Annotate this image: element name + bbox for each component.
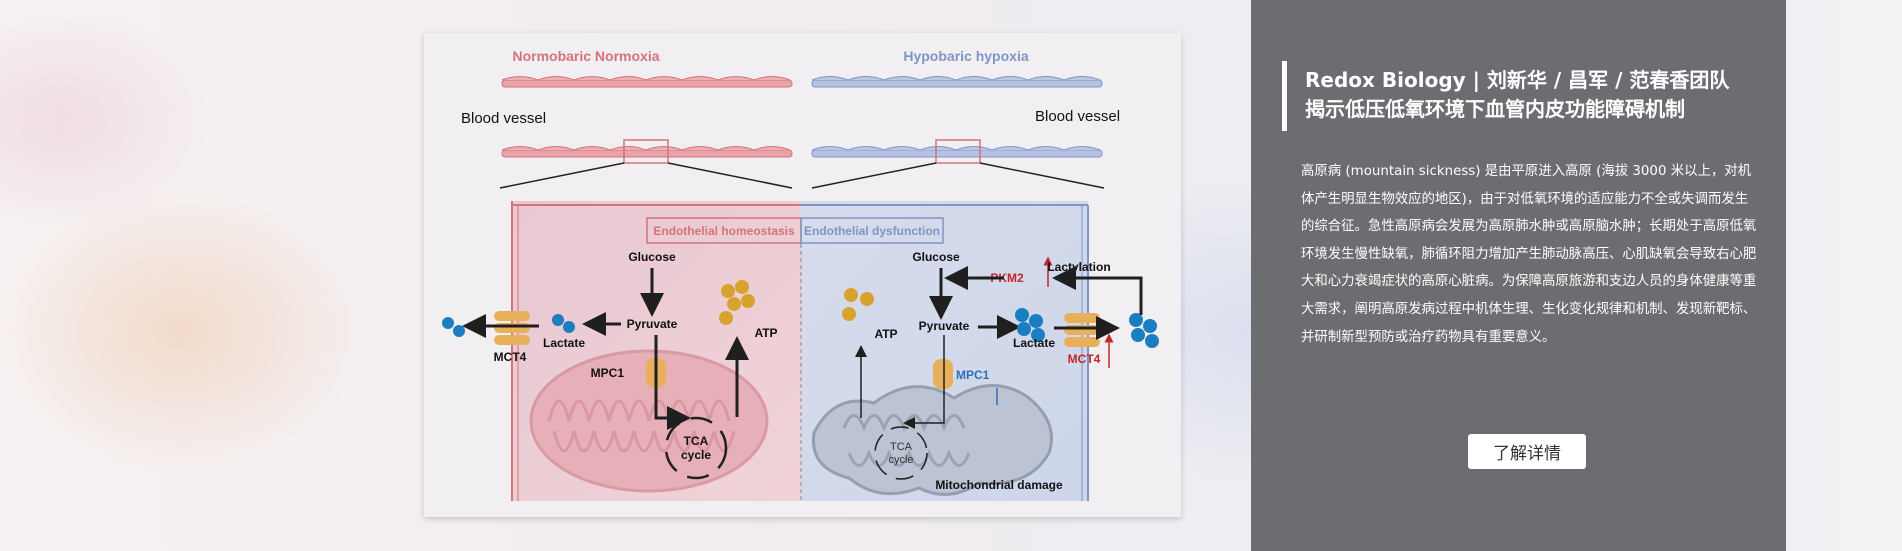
right-damage-label: Mitochondrial damage bbox=[935, 478, 1063, 492]
right-lactylation-label: Lactylation bbox=[1047, 260, 1110, 274]
left-tca-label: TCA bbox=[684, 434, 709, 448]
lactate-molecule bbox=[442, 317, 454, 329]
figure-canvas: Normobaric Normoxia Hypobaric hypoxia Bl… bbox=[442, 48, 1159, 501]
zoom-line bbox=[979, 162, 1105, 189]
right-arrow-mpc1 bbox=[903, 335, 945, 429]
label-endothelial-homeostasis: Endothelial homeostasis bbox=[653, 224, 795, 238]
right-tca-cycle bbox=[874, 426, 928, 480]
vessel-top-right bbox=[811, 76, 1103, 88]
left-tca-label-2: cycle bbox=[681, 448, 711, 462]
left-atp-label: ATP bbox=[754, 326, 777, 340]
article-title: Redox Biology | 刘新华 / 昌军 / 范春香团队 揭示低压低氧环… bbox=[1305, 66, 1765, 124]
right-pkm2-label: PKM2 bbox=[990, 271, 1024, 285]
vessel-top-left bbox=[501, 76, 793, 88]
article-title-line-1: Redox Biology | 刘新华 / 昌军 / 范春香团队 bbox=[1305, 68, 1730, 92]
vessel-bottom-left bbox=[501, 139, 793, 164]
mitochondrion-healthy bbox=[529, 349, 769, 493]
right-mpc1-label: MPC1 bbox=[956, 368, 990, 382]
info-panel: Redox Biology | 刘新华 / 昌军 / 范春香团队 揭示低压低氧环… bbox=[1251, 0, 1786, 551]
left-mpc1-label: MPC1 bbox=[591, 366, 625, 380]
left-atp-cluster bbox=[719, 280, 755, 325]
right-lactate-label: Lactate bbox=[1013, 336, 1055, 350]
lactate-molecule bbox=[563, 321, 575, 333]
left-pyruvate-label: Pyruvate bbox=[627, 317, 678, 331]
right-mct4-label: MCT4 bbox=[1068, 352, 1101, 366]
label-endothelial-dysfunction: Endothelial dysfunction bbox=[804, 224, 940, 238]
learn-more-button[interactable]: 了解详情 bbox=[1468, 434, 1586, 469]
right-tca-label: TCA bbox=[890, 441, 913, 453]
lactate-molecule bbox=[552, 314, 564, 326]
right-glucose-label: Glucose bbox=[912, 250, 960, 264]
left-tca-cycle bbox=[664, 416, 728, 480]
right-lactate-cluster bbox=[1015, 308, 1045, 342]
title-accent-bar bbox=[1282, 61, 1287, 131]
vessel-bottom-right bbox=[811, 139, 1103, 164]
zoom-line bbox=[811, 162, 937, 189]
left-lactate-label: Lactate bbox=[543, 336, 585, 350]
box-dysfunction bbox=[800, 217, 944, 244]
lactate-molecule bbox=[453, 325, 465, 337]
right-lactate-export-cluster bbox=[1129, 313, 1159, 348]
left-glucose-label: Glucose bbox=[628, 250, 676, 264]
vessel-label-right: Blood vessel bbox=[1035, 108, 1120, 125]
header-normoxia: Normobaric Normoxia bbox=[512, 48, 659, 64]
vessel-label-left: Blood vessel bbox=[461, 110, 546, 127]
header-hypoxia: Hypobaric hypoxia bbox=[903, 48, 1028, 64]
left-mct4-transporter bbox=[494, 311, 530, 345]
right-atp-label: ATP bbox=[874, 327, 897, 341]
zoom-line bbox=[499, 162, 625, 189]
left-mct4-label: MCT4 bbox=[494, 350, 527, 364]
right-pyruvate-label: Pyruvate bbox=[919, 319, 970, 333]
article-summary: 高原病 (mountain sickness) 是由平原进入高原 (海拔 300… bbox=[1301, 164, 1757, 345]
left-arrow-mpc1 bbox=[654, 335, 691, 430]
right-arrow-lactylation bbox=[1052, 266, 1143, 315]
right-tca-label-2: cycle bbox=[888, 454, 913, 466]
zoom-line bbox=[667, 162, 793, 189]
mitochondrion-damaged bbox=[811, 384, 1053, 496]
article-title-line-2: 揭示低压低氧环境下血管内皮功能障碍机制 bbox=[1305, 97, 1685, 121]
right-atp-cluster bbox=[842, 288, 874, 321]
right-mpc1-transporter bbox=[933, 359, 953, 389]
right-mct4-transporter bbox=[1064, 313, 1100, 347]
graphical-abstract-figure: Normobaric Normoxia Hypobaric hypoxia Bl… bbox=[424, 33, 1181, 517]
